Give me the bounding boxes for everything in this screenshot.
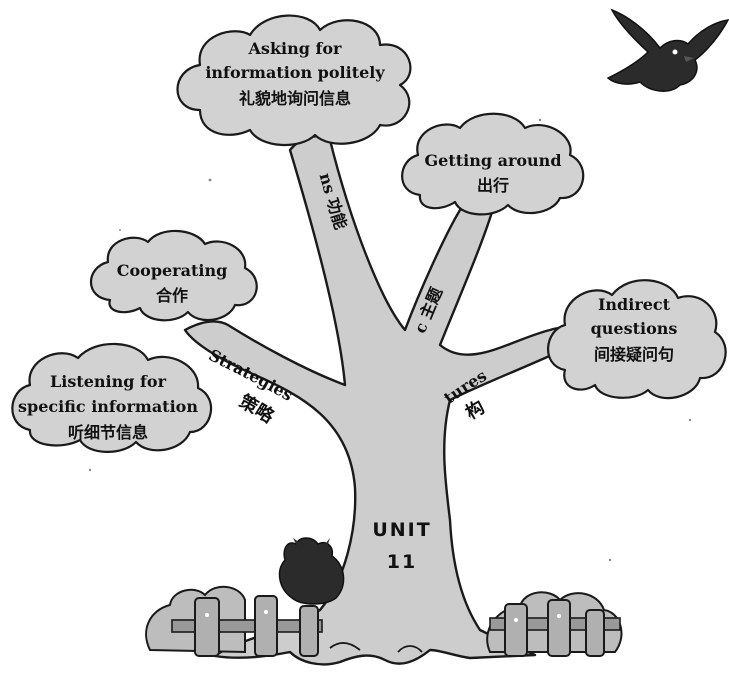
cloud-cooperating: Cooperating 合作 [90, 229, 258, 322]
cloud-indirect-questions: Indirect questions 间接疑问句 [547, 279, 727, 400]
cloud-listening-line2: specific information [18, 397, 198, 416]
cloud-indirect-line1: Indirect [598, 295, 671, 314]
cloud-indirect-line2: questions [591, 319, 678, 338]
cloud-asking-for-information: Asking for information politely 礼貌地询问信息 [176, 14, 412, 147]
cloud-cooperating-line1: Cooperating [117, 261, 228, 280]
unit-label: UNIT [372, 519, 431, 541]
unit-number: 11 [387, 551, 417, 573]
bush-fence-decoration-right [486, 591, 623, 657]
cloud-cooperating-line2: 合作 [156, 286, 188, 305]
tree-trunk [183, 135, 580, 666]
cloud-asking-line3: 礼貌地询问信息 [239, 89, 351, 108]
cloud-getting-around: Getting around 出行 [401, 112, 585, 216]
cloud-listening: Listening for specific information 听细节信息 [11, 342, 213, 453]
cloud-listening-line1: Listening for [50, 372, 167, 391]
cloud-getting-around-line1: Getting around [424, 151, 561, 170]
cloud-getting-around-line2: 出行 [477, 176, 509, 195]
cloud-indirect-line3: 间接疑问句 [594, 345, 674, 364]
cat-silhouette-icon [278, 537, 345, 605]
cloud-asking-line1: Asking for [248, 39, 343, 58]
cloud-listening-line3: 听细节信息 [68, 423, 148, 442]
flying-bird-icon [606, 8, 729, 92]
bush-fence-decoration-left [145, 585, 323, 657]
cloud-asking-line2: information politely [205, 63, 385, 82]
